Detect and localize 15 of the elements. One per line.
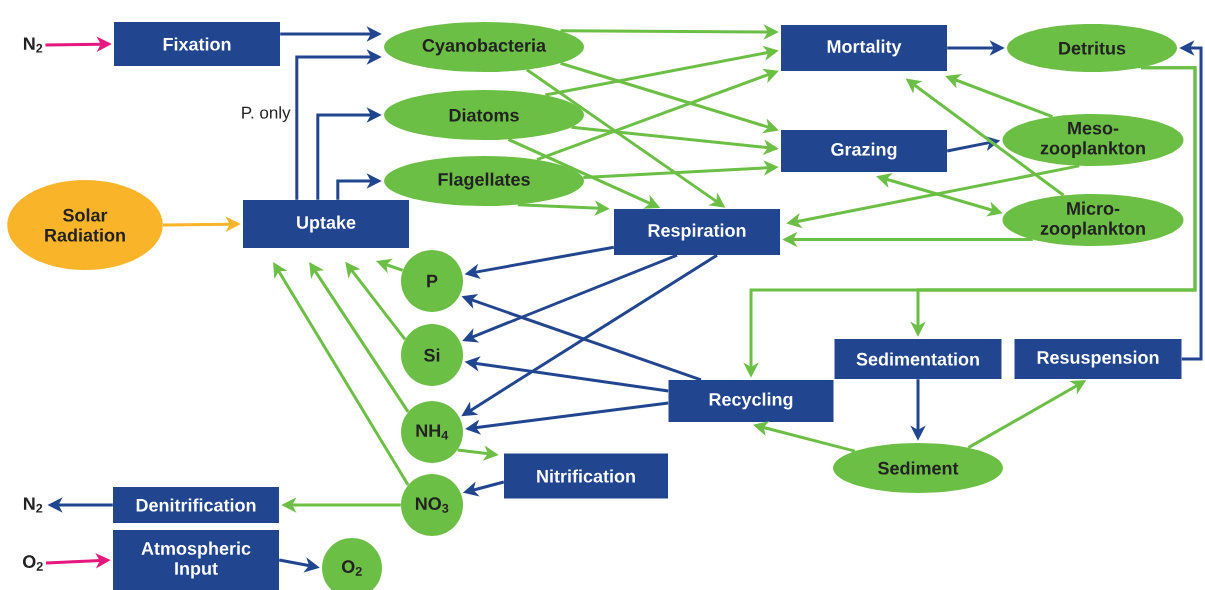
gas-label: N$_{2}$ [23, 37, 43, 53]
process-box: Resuspension [1014, 339, 1182, 379]
process-box: Fixation [114, 22, 280, 66]
process-box: Mortality [781, 25, 947, 71]
edge-label: P. only [242, 106, 291, 123]
process-box: Sedimentation [834, 339, 1002, 379]
process-box: Grazing [781, 130, 947, 172]
gas-label: N$_{2}$ [23, 497, 43, 513]
process-box: Atmospheric Input [113, 530, 279, 590]
process-box: Uptake [243, 200, 409, 248]
process-box: Denitrification [113, 487, 279, 523]
process-box: Respiration [614, 209, 780, 255]
process-box: Recycling [668, 380, 834, 422]
process-box: Nitrification [504, 453, 668, 499]
gas-label: O$_{2}$ [23, 555, 43, 571]
